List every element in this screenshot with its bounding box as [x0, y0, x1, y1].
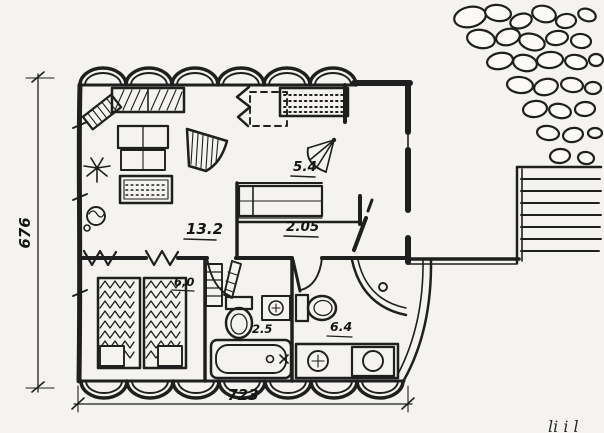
dashed-outline-cabinet	[249, 91, 288, 127]
room-labels: 13.2 2.05 5.4 6,0 2.5 6.4	[171, 159, 353, 338]
shower-room-door	[291, 257, 323, 293]
sofa-left	[116, 124, 170, 171]
living-room-furniture	[81, 86, 350, 232]
bed-nook	[237, 184, 324, 218]
towel-ladder	[205, 263, 223, 307]
sink-counter	[294, 342, 400, 380]
left-wall	[76, 82, 83, 384]
entry-door-leaf	[352, 198, 374, 252]
dimension-height-label: 676	[16, 217, 34, 248]
toilet	[224, 295, 254, 340]
bottom-scallops	[79, 379, 405, 400]
door-swing-fan	[306, 137, 337, 173]
corner-shower	[350, 258, 408, 317]
bed-pillow	[157, 345, 183, 367]
angled-cabinet	[81, 93, 123, 131]
shower-room-fixtures	[294, 258, 408, 380]
bathtub	[209, 338, 293, 380]
table	[118, 174, 174, 205]
room-label-shower: 6.4	[330, 319, 352, 334]
room-label-living: 13.2	[186, 220, 223, 238]
room-label-bathroom: 2.5	[252, 322, 272, 336]
top-wall-zigzag	[235, 85, 252, 128]
staircase	[515, 165, 603, 265]
room-label-bed-nook: 2.05	[286, 219, 319, 235]
exterior-walls	[72, 66, 521, 400]
blanket-scribble	[99, 280, 181, 359]
bedroom-beds	[96, 276, 188, 370]
dimension-lines: 676 723	[16, 71, 415, 413]
sofa-top	[110, 86, 186, 114]
dimension-width-label: 723	[227, 386, 258, 404]
sofa-top-right	[278, 86, 350, 118]
grand-piano	[185, 127, 229, 173]
bed-pillow	[99, 345, 125, 367]
wall-break-zigzag	[82, 249, 118, 267]
stone-path	[453, 3, 604, 166]
toilet	[294, 293, 338, 323]
room-label-alcove: 5.4	[293, 159, 317, 175]
plant-icon	[83, 206, 106, 232]
washbasin	[261, 295, 291, 321]
wall-break-zigzag	[144, 249, 180, 267]
bathroom-fixtures	[205, 263, 293, 380]
curved-corner-wall	[402, 257, 433, 382]
room-label-hall: 6,0	[174, 275, 194, 289]
watermark-text-fragment: li i l	[548, 417, 579, 433]
plant-icon	[83, 157, 111, 183]
